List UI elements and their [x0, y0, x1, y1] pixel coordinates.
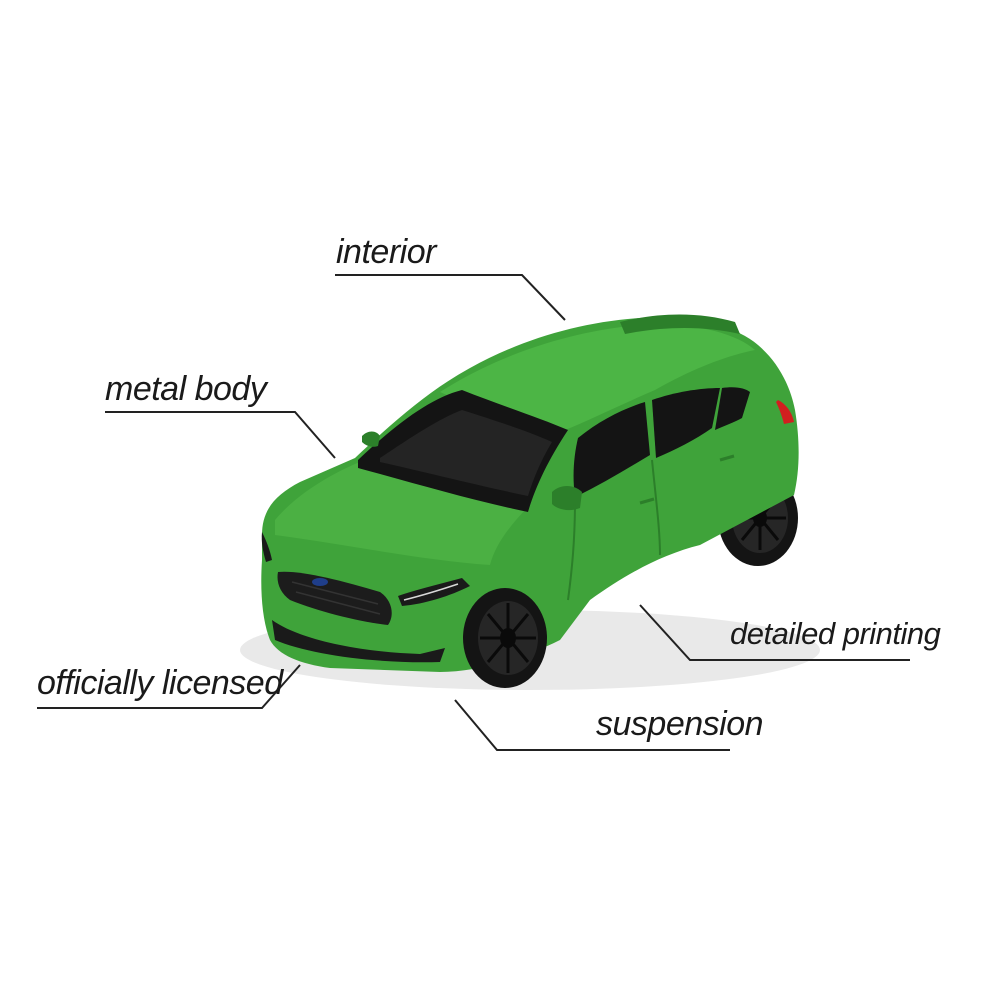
- front-wheel: [463, 588, 547, 688]
- rear-spoiler: [620, 314, 740, 334]
- officially-licensed-label: officially licensed: [37, 664, 283, 702]
- tail-light: [776, 400, 794, 424]
- suspension-leader-line: [454, 699, 730, 751]
- interior-label: interior: [336, 233, 436, 271]
- rear-door-handle: [719, 454, 735, 462]
- officially-licensed-leader-line: [37, 664, 301, 709]
- interior-leader-line: [335, 274, 566, 321]
- side-mirror: [552, 486, 582, 511]
- metal-body-label: metal body: [105, 370, 267, 408]
- quarter-window: [715, 387, 750, 430]
- front-side-window: [573, 402, 650, 497]
- front-splitter: [272, 620, 445, 663]
- roof-panel: [440, 324, 755, 430]
- door-handle: [639, 497, 655, 505]
- suspension-label: suspension: [596, 705, 764, 743]
- brand-badge: [312, 578, 328, 586]
- detailed-printing-label: detailed printing: [730, 616, 941, 651]
- detailed-printing-leader-line: [639, 604, 910, 661]
- far-side-mirror: [362, 431, 380, 447]
- interior-seats: [380, 410, 552, 496]
- metal-body-leader-line: [105, 411, 336, 459]
- rear-side-window: [652, 388, 720, 458]
- right-headlight: [261, 532, 272, 562]
